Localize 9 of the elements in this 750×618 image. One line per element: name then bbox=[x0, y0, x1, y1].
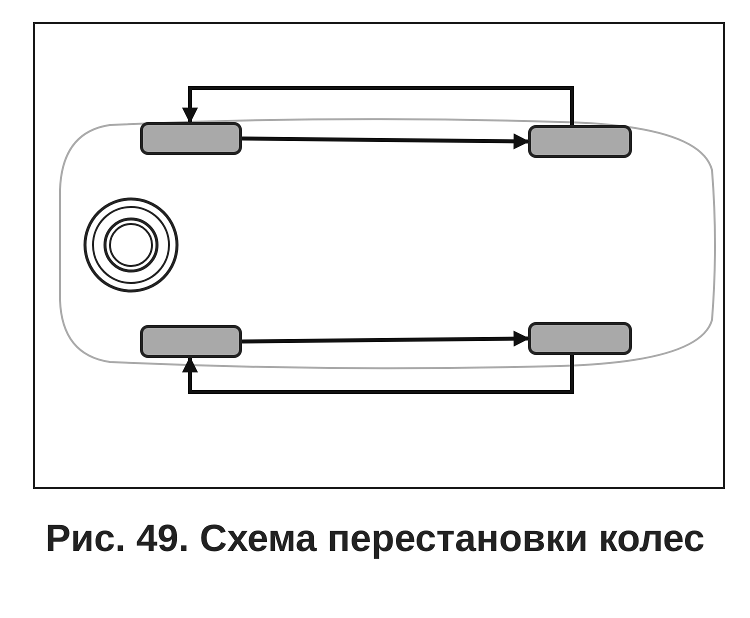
wheel-box bbox=[140, 325, 242, 358]
arrow bbox=[242, 330, 530, 347]
arrow bbox=[242, 133, 530, 150]
wheel-box bbox=[528, 322, 632, 355]
wheel-box bbox=[140, 122, 242, 155]
figure-caption: Рис. 49. Схема перестановки колес bbox=[44, 517, 706, 562]
spare-wheel-icon bbox=[82, 197, 180, 293]
arrow bbox=[182, 86, 574, 125]
wheel-box bbox=[528, 125, 632, 158]
